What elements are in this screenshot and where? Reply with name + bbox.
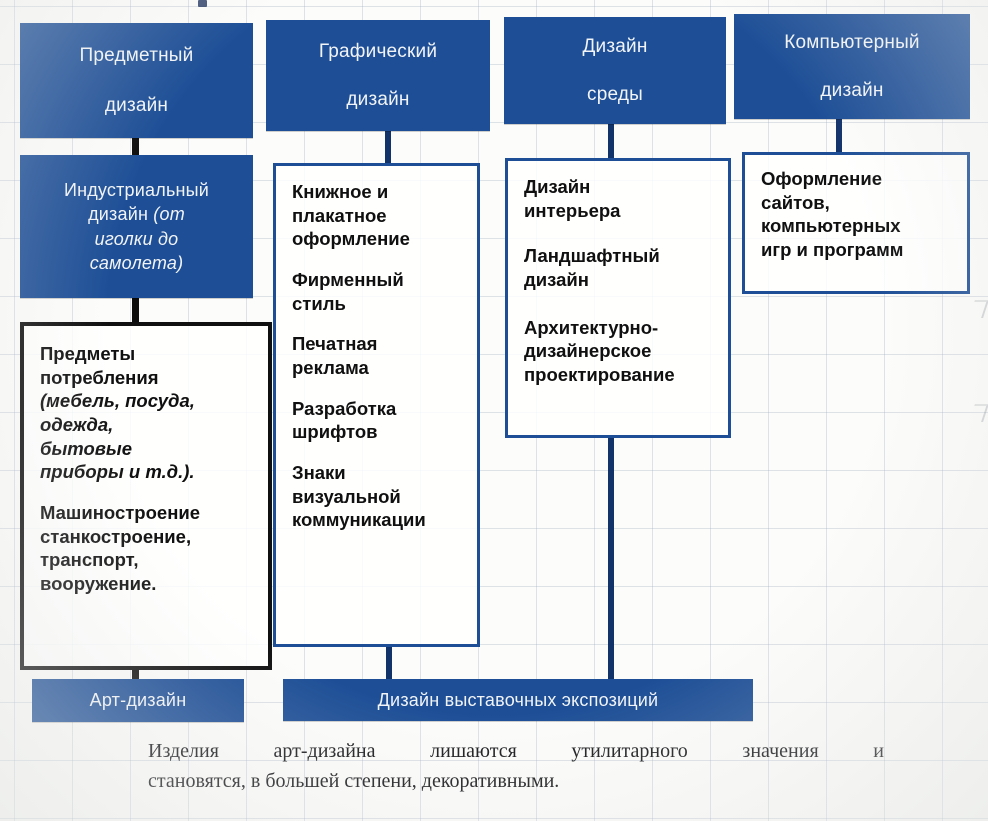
node-graficheskiy-list[interactable]: Книжное и плакатное оформление Фирменный…	[273, 163, 480, 647]
node-line-italic: (от	[153, 204, 185, 225]
caption-line-1: Изделия арт-дизайна лишаются утилитарног…	[148, 737, 884, 765]
list-item: вооружение.	[40, 573, 157, 595]
list-group: Печатная реклама	[292, 332, 467, 379]
list-item: приборы и т.д.).	[40, 461, 195, 483]
caption-word: и	[873, 740, 884, 762]
list-item: Печатная	[292, 333, 378, 355]
node-line: Графический	[318, 40, 438, 62]
list-group: Книжное и плакатное оформление	[292, 180, 467, 251]
node-line: Дизайн	[582, 35, 648, 57]
node-predmety-potrebleniya[interactable]: Предметы потребления (мебель, посуда, од…	[20, 322, 272, 670]
connector-sredy-to-list	[608, 122, 614, 158]
list-item: (мебель, посуда,	[40, 390, 195, 412]
list-group: Разработка шрифтов	[292, 397, 467, 444]
list-item: игр и программ	[761, 239, 904, 261]
node-graficheskiy-dizayn[interactable]: Графический дизайн	[266, 20, 490, 131]
caption-word: лишаются	[430, 740, 517, 762]
list-item: оформление	[292, 228, 410, 250]
node-line: Предметный	[79, 44, 194, 66]
list-item: сайтов,	[761, 191, 830, 213]
node-line: дизайн	[820, 79, 884, 101]
list-group: Предметы потребления (мебель, посуда, од…	[40, 342, 258, 484]
list-item: дизайнерское	[524, 340, 652, 362]
node-label: Дизайн выставочных экспозиций	[377, 689, 659, 710]
node-line-italic: иголки до	[94, 228, 179, 249]
list-item: плакатное	[292, 204, 387, 226]
node-sredy-list[interactable]: Дизайн интерьера Ландшафтный дизайн Архи…	[505, 158, 731, 438]
node-line-plain: дизайн	[88, 204, 154, 225]
list-group: Знаки визуальной коммуникации	[292, 461, 467, 532]
list-item: интерьера	[524, 199, 621, 221]
list-item: бытовые	[40, 437, 133, 459]
list-item: дизайн	[524, 269, 589, 291]
caption-paragraph: Изделия арт-дизайна лишаются утилитарног…	[148, 737, 884, 796]
list-item: проектирование	[524, 364, 675, 386]
list-item: реклама	[292, 357, 369, 379]
caption-word: Изделия	[148, 740, 219, 762]
list-item: Машиностроение	[40, 502, 201, 524]
list-item: транспорт,	[40, 549, 139, 571]
caption-word: значения	[742, 740, 819, 762]
list-item: компьютерных	[761, 215, 901, 237]
list-item: Знаки	[292, 462, 346, 484]
list-group: Оформление сайтов, компьютерных игр и пр…	[761, 167, 957, 262]
list-group: Дизайн интерьера	[524, 175, 718, 222]
connector-kompyuterny-to-list	[836, 119, 842, 153]
node-kompyuterny-list[interactable]: Оформление сайтов, компьютерных игр и пр…	[742, 152, 970, 294]
connector-sredy-list-to-expo	[608, 437, 614, 683]
scan-artifact-top	[198, 0, 207, 7]
list-group: Архитектурно- дизайнерское проектировани…	[524, 316, 718, 387]
connector-graficheskiy-to-list	[385, 126, 391, 164]
list-item: одежда,	[40, 414, 114, 436]
list-item: коммуникации	[292, 509, 426, 531]
list-item: Дизайн	[524, 176, 591, 197]
node-line-italic: самолета)	[89, 252, 184, 273]
node-line-2: дизайн (от	[88, 202, 185, 226]
list-item: визуальной	[292, 485, 401, 507]
list-item: Архитектурно-	[524, 316, 659, 338]
node-art-dizayn[interactable]: Арт-дизайн	[32, 679, 244, 722]
list-item: Ландшафтный	[524, 245, 660, 267]
list-group: Машиностроение станкостроение, транспорт…	[40, 501, 258, 596]
list-item: Оформление	[761, 168, 883, 189]
caption-word: арт-дизайна	[273, 740, 376, 762]
node-industrialny-dizayn[interactable]: Индустриальный дизайн (от иголки до само…	[20, 155, 253, 298]
node-line: дизайн	[104, 94, 169, 116]
node-dizayn-sredy[interactable]: Дизайн среды	[504, 17, 726, 124]
node-dizayn-vystavochnyh-ekspozitsiy[interactable]: Дизайн выставочных экспозиций	[283, 679, 753, 721]
list-item: Разработка	[292, 397, 397, 419]
node-line: среды	[587, 83, 643, 105]
caption-word: утилитарного	[571, 740, 688, 762]
list-group: Ландшафтный дизайн	[524, 244, 718, 291]
node-line: дизайн	[346, 88, 410, 110]
list-item: шрифтов	[292, 421, 378, 443]
connector-graficheskiy-list-to-expo	[386, 645, 392, 683]
node-label: Арт-дизайн	[89, 690, 187, 711]
node-predmetny-dizayn[interactable]: Предметный дизайн	[20, 23, 253, 138]
list-item: Книжное и	[292, 181, 389, 202]
list-group: Фирменный стиль	[292, 268, 467, 315]
list-item: станкостроение,	[40, 525, 192, 547]
caption-line-2: становятся, в большей степени, декоратив…	[148, 770, 560, 793]
node-line: Индустриальный	[63, 179, 210, 200]
list-item: потребления	[40, 366, 159, 388]
node-line: Компьютерный	[784, 31, 920, 53]
connector-industrial-to-predmety	[132, 296, 139, 324]
list-item: Фирменный	[292, 269, 404, 291]
list-item: стиль	[292, 292, 346, 314]
list-item: Предметы	[40, 343, 136, 364]
node-kompyuterny-dizayn[interactable]: Компьютерный дизайн	[734, 14, 970, 119]
